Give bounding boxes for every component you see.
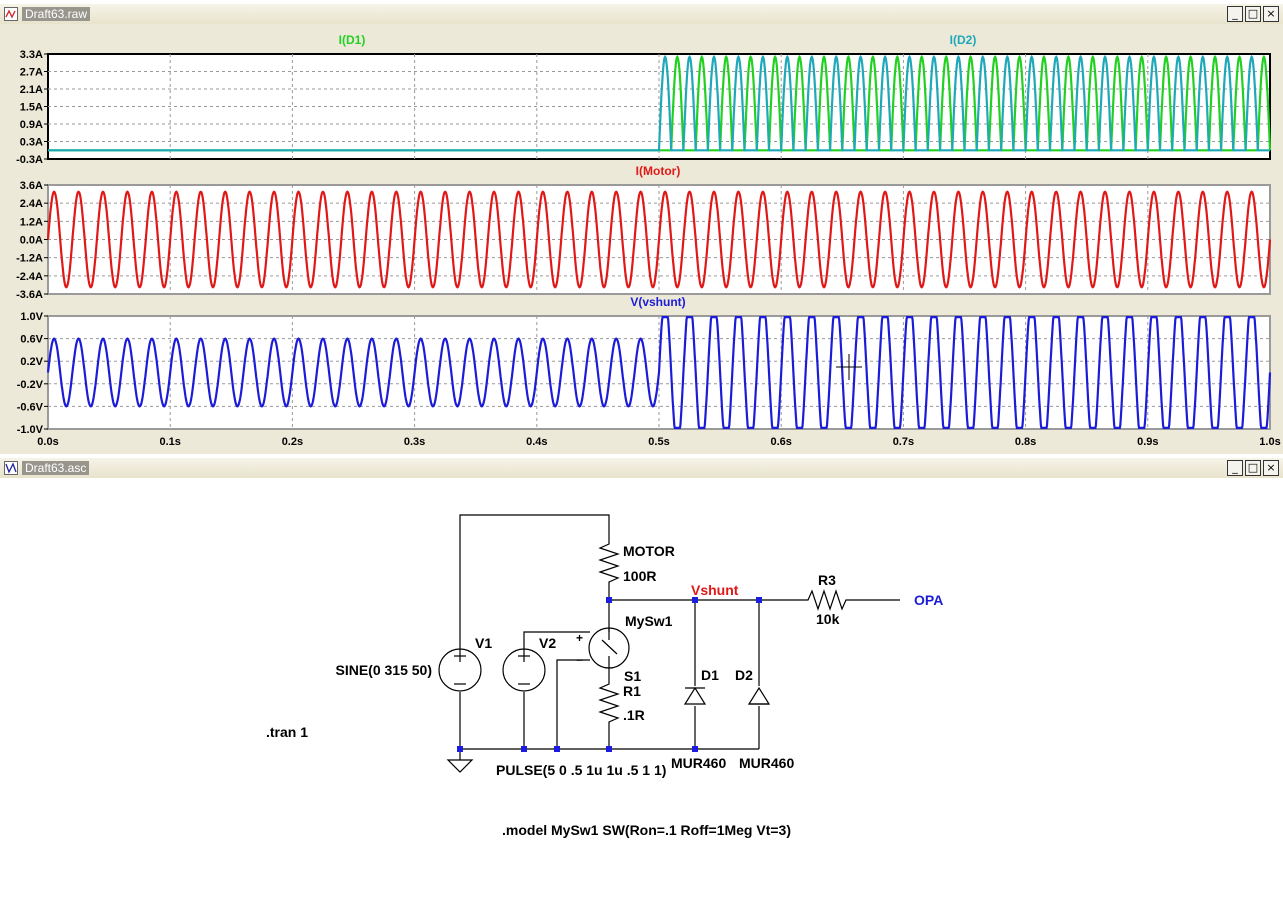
schematic-window: Draft63.asc _□× — [0, 458, 1283, 907]
opa-net-label[interactable]: OPA — [914, 592, 943, 608]
schematic-titlebar[interactable]: Draft63.asc _□× — [0, 458, 1283, 479]
y-tick-label: 0.3A — [20, 137, 43, 149]
schematic-app-icon — [4, 461, 18, 475]
trace-label-v-vshunt[interactable]: V(vshunt) — [630, 295, 685, 309]
v1-source-symbol[interactable] — [438, 648, 482, 692]
y-tick-label: 0.0A — [20, 235, 43, 247]
model-directive[interactable]: .model MySw1 SW(Ron=.1 Roff=1Meg Vt=3) — [502, 822, 791, 838]
switch-model-label[interactable]: MySw1 — [625, 613, 673, 629]
y-tick-label: -1.0V — [17, 424, 44, 436]
y-tick-label: 0.6V — [20, 334, 43, 346]
x-tick-label: 0.6s — [770, 436, 791, 448]
r1-name-label[interactable]: R1 — [623, 683, 641, 699]
x-tick-label: 0.7s — [893, 436, 914, 448]
y-tick-label: 2.7A — [20, 67, 43, 79]
trace-v-vshunt[interactable] — [46, 316, 1272, 429]
d1-name-label[interactable]: D1 — [701, 667, 719, 683]
y-tick-label: 1.0V — [20, 311, 43, 323]
trace-label-i-d1[interactable]: I(D1) — [339, 33, 366, 47]
r1-resistor-symbol[interactable] — [598, 680, 620, 730]
pane-motor-current[interactable]: 3.6A 2.4A 1.2A 0.0A -1.2A -2.4A -3.6A I(Motor) — [16, 164, 1272, 301]
maximize-button[interactable]: □ — [1245, 6, 1261, 22]
y-tick-label: -0.3A — [16, 154, 43, 166]
motor-name-label[interactable]: MOTOR — [623, 543, 675, 559]
x-tick-label: 0.9s — [1137, 436, 1158, 448]
junction-dots — [457, 597, 762, 752]
v2-value-label[interactable]: PULSE(5 0 .5 1u 1u .5 1 1) — [496, 762, 666, 778]
waveform-titlebar[interactable]: Draft63.raw _□× — [0, 4, 1283, 25]
switch-plus-label: + — [576, 631, 583, 645]
r3-resistor-symbol[interactable] — [799, 589, 855, 611]
close-button[interactable]: × — [1263, 460, 1279, 476]
v1-name-label[interactable]: V1 — [475, 635, 492, 651]
trace-i-d2[interactable] — [48, 54, 1271, 152]
minimize-button[interactable]: _ — [1227, 6, 1243, 22]
x-tick-label: 0.1s — [159, 436, 180, 448]
switch-name-label[interactable]: S1 — [624, 668, 641, 684]
waveform-window-title: Draft63.raw — [22, 7, 91, 21]
d2-value-label[interactable]: MUR460 — [739, 755, 794, 771]
tran-directive[interactable]: .tran 1 — [266, 724, 308, 740]
x-tick-label: 0.0s — [37, 436, 58, 448]
v2-source-symbol[interactable] — [502, 648, 546, 692]
trace-label-i-d2[interactable]: I(D2) — [950, 33, 977, 47]
r3-value-label[interactable]: 10k — [816, 611, 840, 627]
motor-value-label[interactable]: 100R — [623, 568, 656, 584]
switch-minus-label: − — [576, 653, 583, 667]
y-tick-label: 0.2V — [20, 356, 43, 368]
crosshair-cursor — [836, 354, 862, 380]
y-tick-label: 2.1A — [20, 84, 43, 96]
y-tick-label: 1.2A — [20, 216, 43, 228]
ground-icon[interactable] — [446, 759, 474, 773]
x-tick-label: 1.0s — [1259, 436, 1280, 448]
v1-value-label[interactable]: SINE(0 315 50) — [336, 662, 433, 678]
d2-name-label[interactable]: D2 — [735, 667, 753, 683]
y-tick-label: -0.6V — [17, 401, 44, 413]
trace-label-i-motor[interactable]: I(Motor) — [636, 164, 681, 178]
d2-diode-symbol[interactable] — [747, 686, 771, 705]
x-tick-label: 0.3s — [404, 436, 425, 448]
y-tick-label: 2.4A — [20, 198, 43, 210]
waveform-window: Draft63.raw _□× 3.3A 2.7A 2.1A 1.5A 0.9A 0.3A… — [0, 4, 1283, 454]
y-tick-label: 3.6A — [20, 180, 43, 192]
x-tick-label: 0.4s — [526, 436, 547, 448]
y-tick-label: -2.4A — [16, 271, 43, 283]
close-button[interactable]: × — [1263, 6, 1279, 22]
vshunt-net-label[interactable]: Vshunt — [691, 582, 739, 598]
motor-resistor-symbol[interactable] — [598, 540, 620, 585]
minimize-button[interactable]: _ — [1227, 460, 1243, 476]
schematic-window-title: Draft63.asc — [22, 461, 90, 475]
r1-value-label[interactable]: .1R — [623, 707, 645, 723]
r3-name-label[interactable]: R3 — [818, 572, 836, 588]
y-tick-label: 0.9A — [20, 119, 43, 131]
schematic-canvas[interactable]: MOTOR 100R Vshunt R3 10k OPA + − MySw1 S… — [0, 478, 1283, 907]
x-tick-label: 0.2s — [282, 436, 303, 448]
y-tick-label: -0.2V — [17, 379, 44, 391]
x-tick-label: 0.8s — [1015, 436, 1036, 448]
waveform-app-icon — [4, 7, 18, 21]
trace-i-motor[interactable] — [46, 190, 1272, 289]
wires — [459, 514, 900, 760]
y-tick-label: 3.3A — [20, 49, 43, 61]
pane-shunt-voltage[interactable]: 1.0V 0.6V 0.2V -0.2V -0.6V -1.0V V(vshunt) — [17, 295, 1272, 436]
y-tick-label: -1.2A — [16, 253, 43, 265]
y-tick-label: 1.5A — [20, 102, 43, 114]
d1-diode-symbol[interactable] — [683, 686, 707, 705]
switch-s1-symbol[interactable]: + − — [576, 627, 630, 669]
maximize-button[interactable]: □ — [1245, 460, 1261, 476]
x-tick-label: 0.5s — [648, 436, 669, 448]
v2-name-label[interactable]: V2 — [539, 635, 556, 651]
y-tick-label: -3.6A — [16, 289, 43, 301]
waveform-plot-area[interactable]: 3.3A 2.7A 2.1A 1.5A 0.9A 0.3A -0.3A I(D1) I(D2… — [0, 24, 1283, 454]
time-axis-labels: 0.0s 0.1s 0.2s 0.3s 0.4s 0.5s 0.6s 0.7s 0.8s 0.9s… — [37, 436, 1280, 448]
d1-value-label[interactable]: MUR460 — [671, 755, 726, 771]
pane-diode-currents[interactable]: 3.3A 2.7A 2.1A 1.5A 0.9A 0.3A -0.3A I(D1) I(D2… — [16, 33, 1272, 166]
